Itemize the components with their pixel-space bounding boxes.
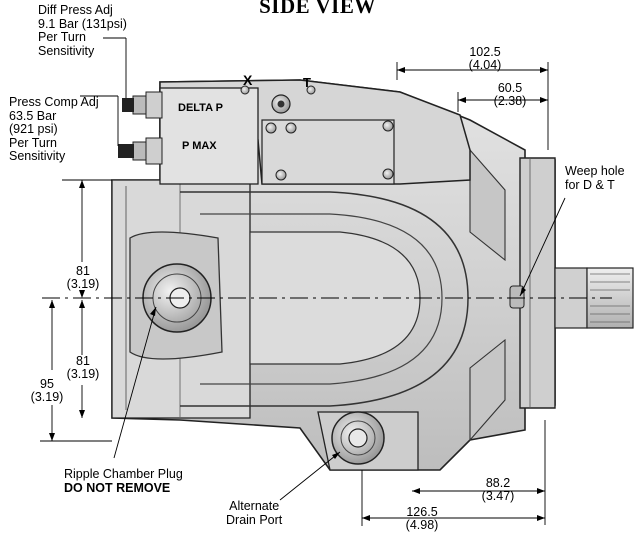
- ripple-plug-callout: Ripple Chamber Plug DO NOT REMOVE: [64, 467, 183, 495]
- compensator-block: [159, 79, 471, 185]
- port-t-label: T: [303, 75, 311, 90]
- drawing-title: SIDE VIEW: [259, 0, 376, 18]
- dim-60-5: 60.5(2.38): [493, 81, 527, 108]
- press-comp-adjuster: [118, 137, 163, 165]
- press-comp-callout: Press Comp Adj 63.5 Bar (921 psi) Per Tu…: [9, 95, 99, 163]
- diff-press-callout: Diff Press Adj 9.1 Bar (131psi) Per Turn…: [38, 3, 127, 58]
- dim-81-bottom: 81(3.19): [66, 354, 100, 381]
- dim-102-5: 102.5(4.04): [468, 45, 502, 72]
- p-max-stamp: P MAX: [182, 140, 217, 152]
- weep-hole-callout: Weep hole for D & T: [565, 164, 625, 192]
- diff-press-adjuster: [122, 91, 163, 119]
- alternate-drain-port: [331, 411, 385, 465]
- dim-88-2: 88.2(3.47): [481, 476, 515, 503]
- dim-95: 95(3.19): [30, 377, 64, 404]
- dimension-arrows: [49, 67, 548, 521]
- dimension-lines: [40, 37, 566, 526]
- dim-81-top: 81(3.19): [66, 264, 100, 291]
- drain-port-callout: Alternate Drain Port: [226, 499, 283, 527]
- delta-p-stamp: DELTA P: [178, 102, 224, 114]
- dim-126-5: 126.5(4.98): [405, 505, 439, 532]
- port-x-label: X: [243, 72, 253, 88]
